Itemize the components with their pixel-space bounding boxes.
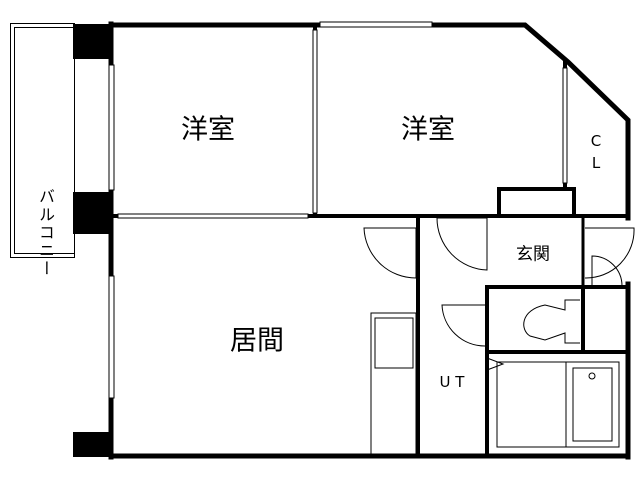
room-label-living: 居間	[230, 325, 284, 357]
room-label-western-2: 洋室	[401, 114, 455, 146]
door-swings	[363, 217, 635, 371]
bathtub	[496, 361, 620, 448]
room-label-unit-bath: U T	[439, 373, 465, 391]
balcony-outline	[10, 23, 75, 258]
room-label-closet-l: L	[591, 154, 601, 172]
kitchen-counter	[370, 312, 417, 455]
room-label-western-1: 洋室	[181, 114, 235, 146]
room-label-closet-c: C	[590, 132, 602, 150]
toilet-fixture	[523, 299, 580, 344]
windows	[108, 21, 433, 399]
room-label-balcony: バルコニー	[36, 188, 55, 278]
sliding-doors	[117, 29, 568, 219]
columns	[73, 24, 113, 457]
room-label-entrance: 玄関	[516, 244, 550, 265]
